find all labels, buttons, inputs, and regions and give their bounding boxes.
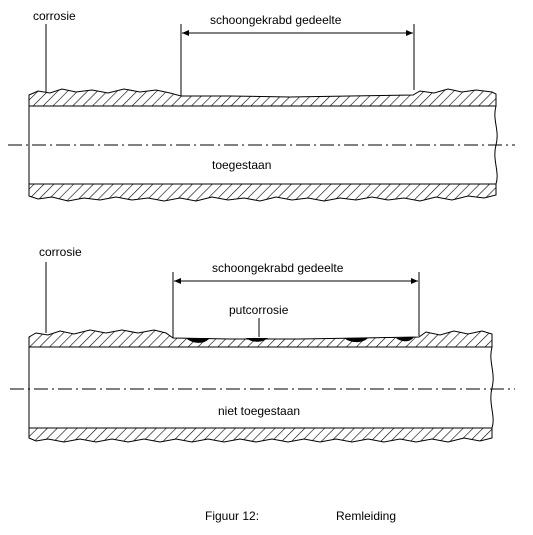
scraped-section-label: schoongekrabd gedeelte [212, 261, 344, 275]
verdict-label: toegestaan [212, 158, 271, 172]
pipe-right-break [490, 346, 494, 429]
pitting-marks [186, 337, 414, 343]
pipe-top-wall [28, 88, 497, 107]
pitting-label: putcorrosie [229, 303, 289, 317]
pit-mark [246, 338, 268, 342]
figure-number: Figuur 12: [205, 509, 259, 523]
scraped-section-label: schoongekrabd gedeelte [210, 13, 342, 27]
figure-caption: Figuur 12: Remleiding [205, 509, 396, 523]
pit-mark [344, 338, 368, 343]
pit-mark [186, 338, 210, 343]
pit-mark [396, 337, 414, 342]
corrosion-label: corrosie [39, 245, 82, 259]
verdict-label: niet toegestaan [218, 404, 300, 418]
pipe-bottom-wall [28, 427, 493, 443]
figure-title: Remleiding [336, 509, 396, 523]
corrosion-label: corrosie [33, 9, 76, 23]
pipe-bottom-wall [28, 183, 497, 202]
diagram-permitted: corrosie schoongekrabd gedeelte toegesta… [8, 9, 515, 202]
diagram-not-permitted: corrosie schoongekrabd gedeelte putcorro… [10, 245, 515, 443]
pipe-top-wall [28, 329, 493, 348]
